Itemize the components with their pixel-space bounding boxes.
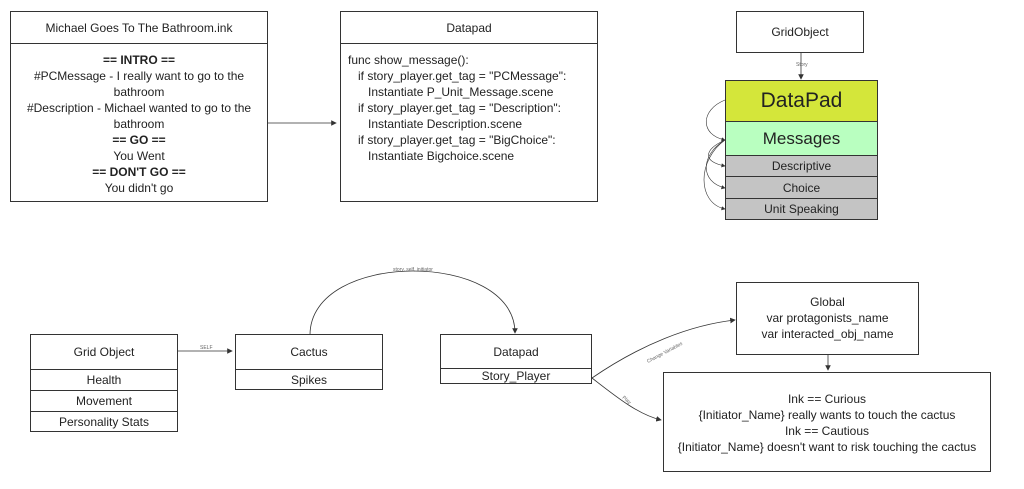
cactus-title: Cactus (236, 335, 382, 370)
loop-choice (705, 139, 726, 190)
loop-descriptive (708, 139, 726, 168)
ink-logic-curious-text: {Initiator_Name} really wants to touch t… (698, 408, 956, 422)
code-line: if story_player.get_tag = "PCMessage": (348, 69, 567, 83)
ink-line: You Went (113, 149, 165, 163)
datapad-code-title: Datapad (341, 12, 597, 44)
grid-object-row-health: Health (31, 370, 177, 391)
ink-line: You didn't go (104, 181, 174, 195)
global-var-protagonists-name: var protagonists_name (766, 311, 889, 325)
loop-datapad (706, 99, 726, 142)
ink-file-title: Michael Goes To The Bathroom.ink (11, 12, 267, 44)
code-line: func show_message(): (348, 53, 469, 67)
grid-object-title: Grid Object (31, 335, 177, 370)
datapad-stack[interactable]: DataPad Messages Descriptive Choice Unit… (725, 80, 878, 220)
edge-label-story-self-initiator: story, self, initiator (393, 267, 433, 273)
stack-datapad[interactable]: DataPad (726, 81, 877, 122)
code-line: Instantiate Description.scene (348, 117, 523, 131)
code-line: Instantiate Bigchoice.scene (348, 149, 515, 163)
ink-line: bathroom (113, 117, 165, 131)
datapad-bottom-title: Datapad (441, 335, 591, 369)
datapad-code-node[interactable]: Datapad func show_message(): if story_pl… (340, 11, 598, 202)
code-line: if story_player.get_tag = "BigChoice": (348, 133, 556, 147)
stack-item-unit-speaking[interactable]: Unit Speaking (726, 199, 877, 219)
edge-datapad-to-global (591, 317, 736, 379)
stack-item-choice[interactable]: Choice (726, 177, 877, 199)
ink-logic-node[interactable]: Ink == Curious {Initiator_Name} really w… (663, 372, 991, 472)
cactus-node[interactable]: Cactus Spikes (235, 334, 383, 390)
ink-line: bathroom (113, 85, 165, 99)
grid-object-row-movement: Movement (31, 391, 177, 412)
datapad-bottom-row-story-player: Story_Player (481, 369, 551, 383)
edge-label-play: Play (621, 395, 633, 406)
datapad-code-body: func show_message(): if story_player.get… (341, 44, 597, 164)
ink-line: #Description - Michael wanted to go to t… (26, 101, 252, 115)
edge-label-change-variables: Change Variables (646, 341, 684, 365)
ink-file-body: == INTRO == #PCMessage - I really want to… (11, 44, 267, 196)
ink-section-header: == INTRO == (102, 53, 176, 67)
edge-datapad-to-ink-logic (591, 377, 662, 422)
ink-logic-cautious-text: {Initiator_Name} doesn't want to risk to… (677, 440, 977, 454)
stack-messages[interactable]: Messages (726, 122, 877, 156)
cactus-row-spikes: Spikes (290, 372, 328, 387)
edge-cactus-to-datapad (309, 270, 518, 336)
ink-section-header: == DON'T GO == (92, 165, 186, 179)
grid-object-node[interactable]: Grid Object Health Movement Personality … (30, 334, 178, 432)
datapad-bottom-node[interactable]: Datapad Story_Player (440, 334, 592, 384)
global-node[interactable]: Global var protagonists_name var interac… (736, 282, 919, 355)
ink-line: #PCMessage - I really want to go to the (33, 69, 245, 83)
gridobject-top-node[interactable]: GridObject (736, 11, 864, 53)
ink-logic-cautious: Ink == Cautious (784, 424, 870, 438)
edge-label-self: SELF (200, 345, 213, 351)
code-line: Instantiate P_Unit_Message.scene (348, 85, 554, 99)
ink-logic-curious: Ink == Curious (787, 392, 867, 406)
code-line: if story_player.get_tag = "Description": (348, 101, 561, 115)
loop-unit-speaking (703, 139, 726, 211)
gridobject-top-title: GridObject (771, 25, 829, 39)
stack-item-descriptive[interactable]: Descriptive (726, 156, 877, 177)
global-title: Global (810, 295, 845, 309)
global-var-interacted-obj-name: var interacted_obj_name (761, 327, 894, 341)
edge-label-story: Story (796, 62, 808, 68)
ink-section-header: == GO == (112, 133, 166, 147)
grid-object-row-personality-stats: Personality Stats (58, 414, 150, 429)
ink-file-node[interactable]: Michael Goes To The Bathroom.ink == INTR… (10, 11, 268, 202)
